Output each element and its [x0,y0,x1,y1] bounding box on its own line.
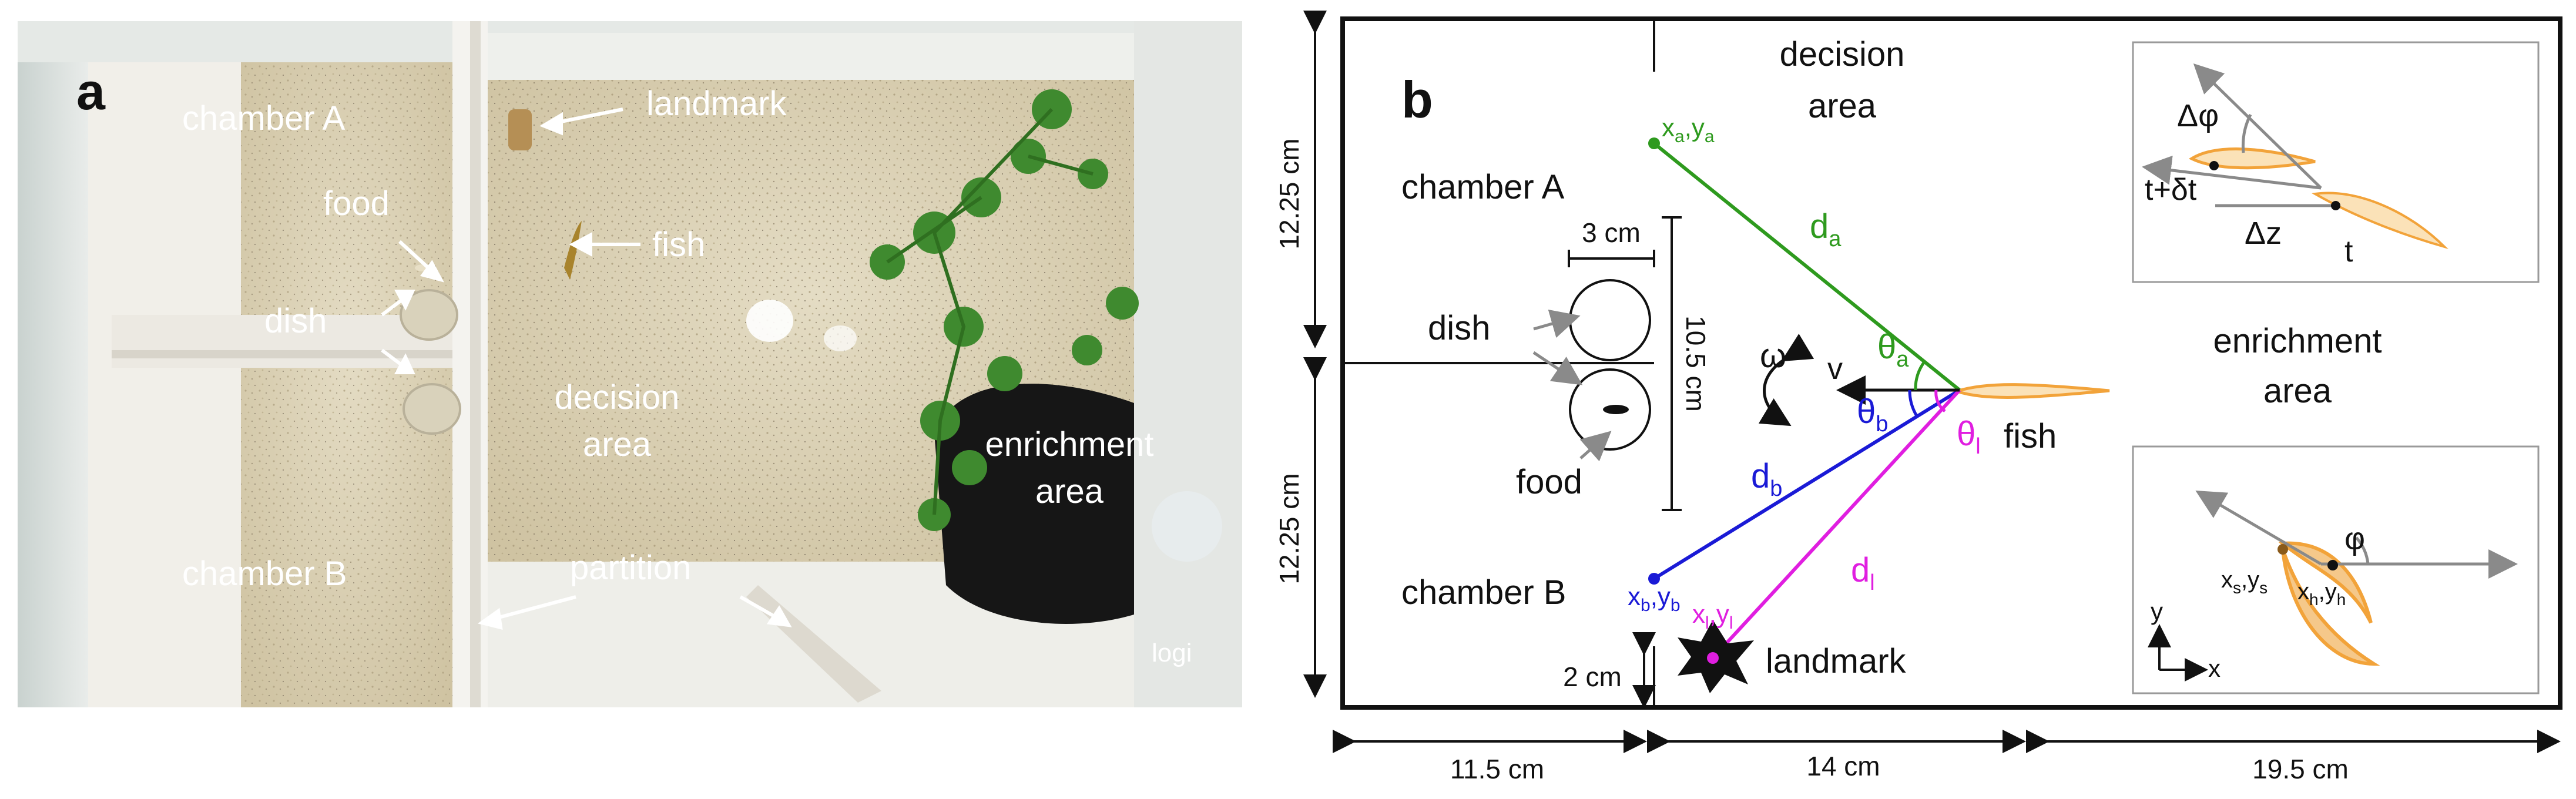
label-chamber-a: chamber A [1401,168,1565,206]
label-dish: dish [1428,309,1490,347]
chamber-wall-left [88,62,241,707]
label-dish: dish [264,302,327,340]
inset-bottom-xs: xs,ys [2221,567,2268,597]
label-decision-2: area [1808,87,1877,125]
inset-bottom-fish [2278,541,2373,624]
label-enrichment-2: area [1035,472,1104,511]
inset-bottom-axis-x: x [2208,654,2221,682]
label-theta-a: θa [1877,328,1909,372]
tank-glass-left [18,21,88,707]
dim-chamber-top-label: 12.25 cm [1274,138,1304,249]
landmark-object [508,109,532,150]
dim-chamber-bottom-label: 12.25 cm [1274,473,1304,584]
label-theta-b: θb [1857,392,1888,437]
label-enrichment-1: enrichment [2213,322,2382,360]
point-a [1648,137,1660,149]
label-dl: dl [1851,551,1875,595]
photo-arrows [381,108,792,630]
inset-bottom [2132,445,2540,694]
label-landmark: landmark [1766,642,1907,680]
inset-top-direction-2 [2142,155,2322,190]
vector-dl [1711,388,1961,660]
fish-photo [564,221,582,280]
inset-top-delta-phi: Δφ [2177,98,2219,133]
panel-a-letter: a [76,62,106,120]
dim-width-enrichment-label: 19.5 cm [2252,754,2349,784]
food-pellet [1603,405,1629,414]
label-point-l: xl,yl [1692,600,1733,633]
inset-top-delta-z: Δz [2245,216,2282,251]
label-v: v [1827,352,1843,386]
enrichment-rock [934,384,1134,624]
inset-top-phi-arc [2241,113,2252,153]
vector-da [1653,142,1961,392]
label-point-a: xa,ya [1662,113,1715,146]
fish-shape [1951,383,2110,399]
label-enrichment-1: enrichment [985,425,1154,464]
label-decision-2: area [583,425,652,464]
point-b [1648,573,1660,585]
dim-dish-width-label: 3 cm [1582,217,1641,248]
inset-top-direction-1 [2193,63,2322,189]
inset-top-t-plus: t+δt [2145,173,2197,207]
inset-top [2132,41,2540,283]
angle-theta-l [1934,390,1946,412]
label-fish: fish [2004,417,2057,455]
inset-top-t: t [2344,234,2353,268]
dish-top [1569,279,1651,361]
dim-landmark-offset-label: 2 cm [1563,662,1622,692]
label-food: food [1516,463,1582,501]
label-food: food [323,184,390,223]
dim-dish-column-label: 10.5 cm [1681,315,1711,412]
label-fish: fish [652,226,705,264]
reflection [746,300,793,342]
label-da: da [1810,207,1842,251]
angle-theta-b [1908,390,1918,417]
angle-theta-a [1914,361,1926,391]
label-decision-1: decision [1780,35,1905,73]
inset-bottom-axis-y: y [2151,597,2163,625]
label-chamber-b: chamber B [1401,573,1566,612]
point-l [1707,652,1719,664]
label-chamber-b: chamber B [182,555,347,593]
dish-top [400,289,458,341]
photo-panel: a chamber A chamber B food dish landmark… [18,21,1242,707]
dim-width-chambers-label: 11.5 cm [1450,754,1544,784]
inset-top-fish-head [2188,147,2316,170]
label-omega: ω [1760,337,1786,375]
camera-logo: logi [1152,639,1192,667]
label-theta-l: θl [1957,415,1981,459]
inset-bottom-xh: xh,yh [2297,579,2346,609]
label-db: db [1751,457,1782,501]
label-point-b: xb,yb [1628,582,1681,615]
omega-arrow [1758,333,1814,427]
inset-bottom-heading [2195,490,2322,566]
label-landmark: landmark [646,85,787,123]
schematic-panel: b decision area chamber A chamber B enri… [1274,11,2562,784]
inset-bottom-phi: φ [2344,521,2365,556]
label-partition: partition [570,549,691,587]
label-decision-1: decision [555,378,680,417]
vector-db [1653,388,1961,580]
label-chamber-a: chamber A [182,99,346,137]
dim-width-decision-label: 14 cm [1806,751,1880,781]
inset-top-fish-tail [2311,192,2448,250]
label-enrichment-2: area [2263,372,2332,410]
dish-bottom [402,383,461,435]
panel-b-letter: b [1401,70,1433,129]
inset-bottom-phi-arc [2355,536,2370,565]
